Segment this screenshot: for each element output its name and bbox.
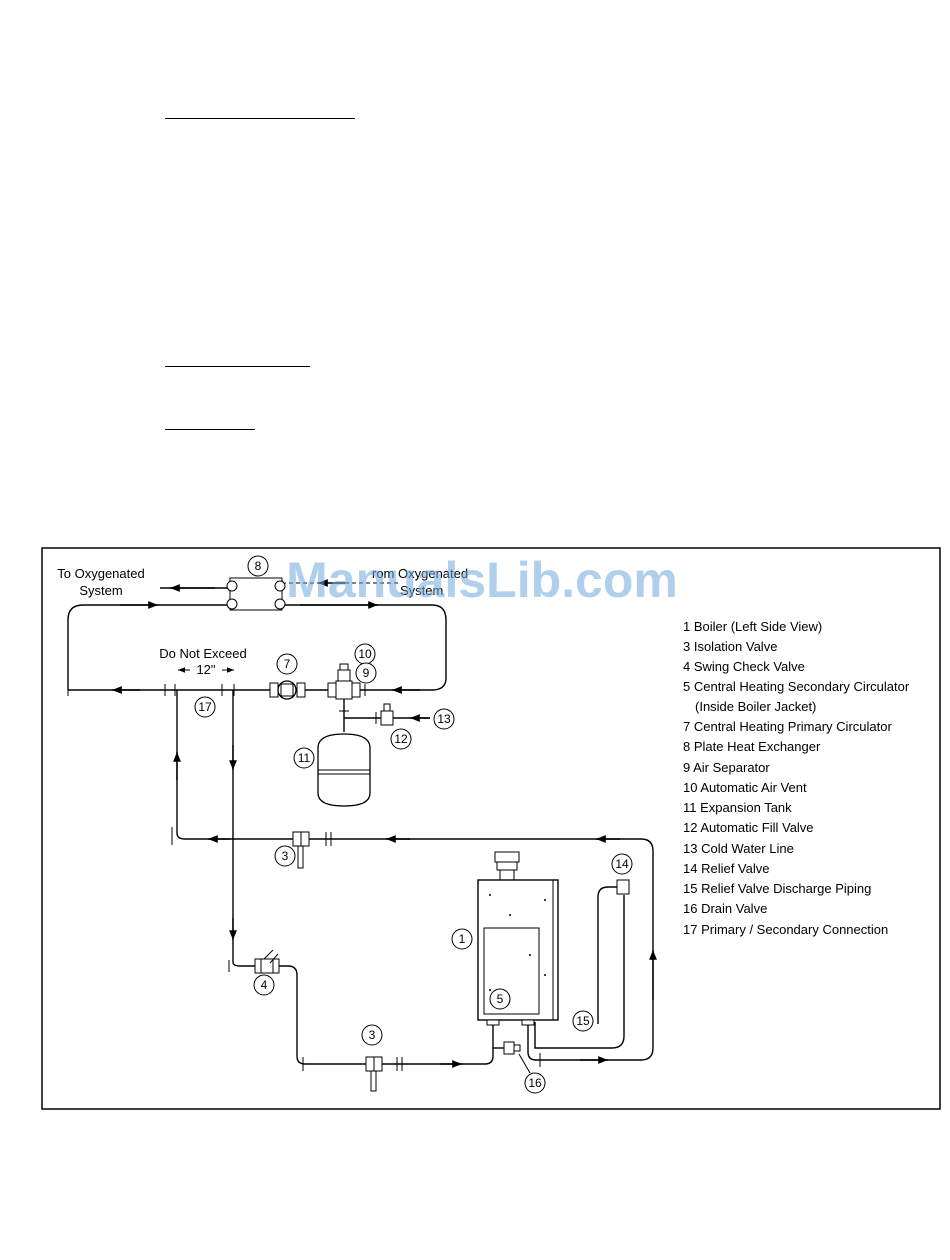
diagram-frame bbox=[41, 547, 941, 1110]
label-from-oxygenated-2: System bbox=[400, 583, 443, 598]
heading-underline-1 bbox=[165, 118, 355, 119]
callout-14: 14 bbox=[611, 853, 633, 875]
callout-15: 15 bbox=[572, 1010, 594, 1032]
callout-7: 7 bbox=[276, 653, 298, 675]
callout-13: 13 bbox=[433, 708, 455, 730]
callout-5: 5 bbox=[489, 988, 511, 1010]
watermark: ManualsLib.com bbox=[286, 552, 678, 608]
label-to-oxygenated-1: To Oxygenated bbox=[57, 566, 144, 581]
expansion-tank-assembly bbox=[317, 699, 430, 807]
svg-text:5: 5 bbox=[497, 992, 504, 1006]
label-12-inches: 12" bbox=[196, 662, 215, 677]
leader-drain-valve bbox=[518, 1053, 531, 1074]
drain-valve bbox=[493, 1041, 521, 1055]
label-from-oxygenated-1: rom Oxygenated bbox=[372, 566, 468, 581]
svg-text:11: 11 bbox=[298, 751, 311, 765]
swing-check-valve bbox=[254, 949, 280, 974]
svg-text:9: 9 bbox=[363, 666, 370, 680]
legend-item: 7 Central Heating Primary Circulator bbox=[683, 719, 892, 734]
legend: 1 Boiler (Left Side View) 3 Isolation Va… bbox=[683, 619, 910, 937]
callout-11: 11 bbox=[293, 747, 315, 769]
legend-item: 16 Drain Valve bbox=[683, 901, 767, 916]
primary-circulator bbox=[269, 680, 306, 700]
primary-header-piping bbox=[67, 684, 432, 696]
legend-item: 15 Relief Valve Discharge Piping bbox=[683, 881, 871, 896]
callout-16: 16 bbox=[524, 1072, 546, 1094]
callout-3-lower: 3 bbox=[361, 1024, 383, 1046]
legend-item: 12 Automatic Fill Valve bbox=[683, 820, 814, 835]
callout-17: 17 bbox=[194, 696, 216, 718]
legend-item: 1 Boiler (Left Side View) bbox=[683, 619, 822, 634]
secondary-loop-piping bbox=[171, 690, 657, 1071]
callout-9: 9 bbox=[355, 662, 377, 684]
svg-text:3: 3 bbox=[369, 1028, 376, 1042]
isolation-valve-upper bbox=[292, 831, 310, 869]
air-separator bbox=[327, 663, 361, 700]
legend-item: 4 Swing Check Valve bbox=[683, 659, 805, 674]
legend-item: (Inside Boiler Jacket) bbox=[695, 699, 816, 714]
label-to-oxygenated-2: System bbox=[79, 583, 122, 598]
isolation-valve-lower bbox=[365, 1056, 383, 1092]
legend-item: 3 Isolation Valve bbox=[683, 639, 777, 654]
callout-3-upper: 3 bbox=[274, 845, 296, 867]
legend-item: 8 Plate Heat Exchanger bbox=[683, 739, 821, 754]
legend-item: 5 Central Heating Secondary Circulator bbox=[683, 679, 910, 694]
callout-4: 4 bbox=[253, 974, 275, 996]
heading-underline-3 bbox=[165, 429, 255, 430]
plate-heat-exchanger bbox=[226, 577, 286, 611]
svg-text:10: 10 bbox=[358, 647, 372, 661]
label-do-not-exceed: Do Not Exceed bbox=[159, 646, 246, 661]
callout-12: 12 bbox=[390, 728, 412, 750]
system-loop-piping bbox=[67, 579, 447, 691]
svg-text:4: 4 bbox=[261, 978, 268, 992]
legend-item: 10 Automatic Air Vent bbox=[683, 780, 807, 795]
callout-8: 8 bbox=[247, 555, 269, 577]
svg-text:7: 7 bbox=[284, 657, 291, 671]
callout-1: 1 bbox=[451, 928, 473, 950]
svg-text:14: 14 bbox=[615, 857, 629, 871]
legend-item: 14 Relief Valve bbox=[683, 861, 769, 876]
svg-text:1: 1 bbox=[459, 932, 466, 946]
svg-text:17: 17 bbox=[198, 700, 212, 714]
svg-text:13: 13 bbox=[437, 712, 451, 726]
svg-text:12: 12 bbox=[394, 732, 408, 746]
legend-item: 13 Cold Water Line bbox=[683, 841, 794, 856]
heading-underline-2 bbox=[165, 366, 310, 367]
legend-item: 17 Primary / Secondary Connection bbox=[683, 922, 888, 937]
legend-item: 11 Expansion Tank bbox=[683, 800, 792, 815]
svg-text:3: 3 bbox=[282, 849, 289, 863]
svg-text:16: 16 bbox=[528, 1076, 542, 1090]
svg-text:15: 15 bbox=[576, 1014, 590, 1028]
relief-valve-assembly bbox=[534, 879, 630, 1049]
svg-text:8: 8 bbox=[255, 559, 262, 573]
legend-item: 9 Air Separator bbox=[683, 760, 770, 775]
callout-10: 10 bbox=[354, 643, 376, 665]
